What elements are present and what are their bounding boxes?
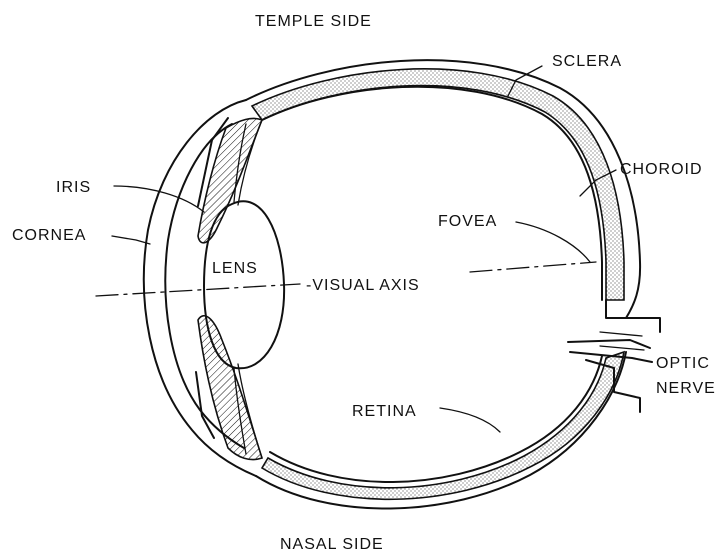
label-fovea: FOVEA <box>438 213 497 230</box>
label-nasal-side: NASAL SIDE <box>280 536 384 553</box>
label-retina: RETINA <box>352 403 417 420</box>
label-nerve: NERVE <box>656 380 716 397</box>
leader-lines <box>112 66 616 432</box>
label-lens: LENS <box>212 260 258 277</box>
label-choroid: CHOROID <box>620 161 703 178</box>
label-temple-side: TEMPLE SIDE <box>255 13 372 30</box>
label-iris: IRIS <box>56 179 91 196</box>
label-visual-axis: -VISUAL AXIS <box>306 277 420 294</box>
zonules <box>234 120 262 458</box>
label-cornea: CORNEA <box>12 227 86 244</box>
label-sclera: SCLERA <box>552 53 622 70</box>
optic-nerve <box>568 300 660 412</box>
label-optic: OPTIC <box>656 355 710 372</box>
